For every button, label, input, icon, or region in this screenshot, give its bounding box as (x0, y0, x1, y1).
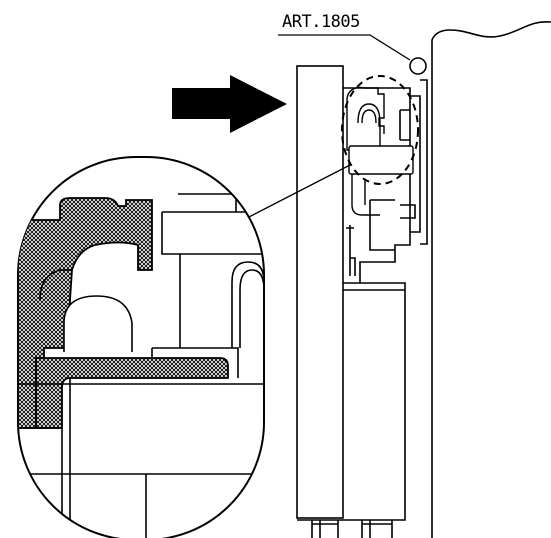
article-label: ART.1805 (282, 12, 360, 32)
direction-arrow (172, 75, 287, 133)
detail-focus-ellipse (341, 75, 419, 185)
callout-marker (409, 57, 427, 75)
door-frame-profile (296, 65, 428, 538)
gasket-profile (346, 86, 414, 216)
detail-magnifier (17, 156, 265, 538)
article-callout: ART.1805 (278, 12, 427, 75)
leader-line (246, 164, 351, 219)
wall-panel (431, 21, 551, 538)
